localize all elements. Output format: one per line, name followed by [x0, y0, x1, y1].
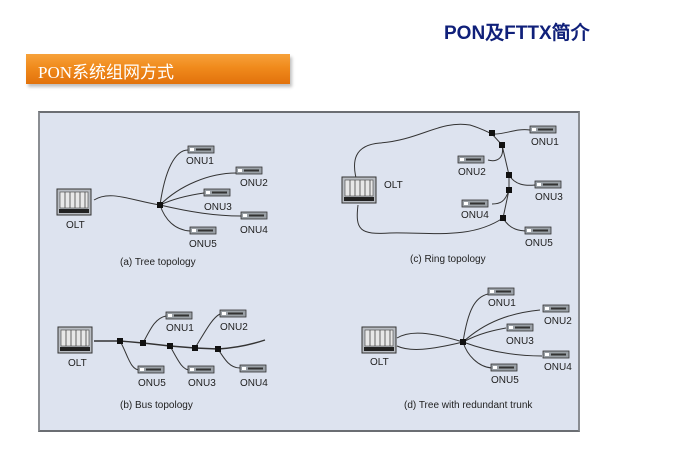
bus-topology-diagram: OLT ONU1 ONU2 ONU5 ONU3 ONU4 (b) Bus top…: [57, 309, 268, 411]
tree-topology-diagram: OLT ONU1 ONU2 ONU3 ONU4 ONU5 (a) Tree to…: [56, 145, 268, 268]
onu-label: ONU4: [461, 210, 489, 221]
onu-device-icon: [137, 365, 165, 374]
section-title: PON系统组网方式: [38, 63, 175, 82]
splitter-node: [506, 187, 512, 193]
splitter-node: [215, 346, 221, 352]
olt-label: OLT: [370, 357, 389, 368]
splitter-node: [140, 340, 146, 346]
splitter-node: [489, 130, 495, 136]
onu-device-icon: [542, 350, 570, 359]
onu-label: ONU3: [188, 378, 216, 389]
splitter-node: [117, 338, 123, 344]
splitter-node: [192, 345, 198, 351]
page-title: PON及FTTX简介: [444, 23, 590, 44]
onu-device-icon: [542, 304, 570, 313]
ring-topology-diagram: OLT ONU1 ONU2 ONU3 ONU4 ONU5 (c) Ring to…: [341, 123, 563, 265]
onu-device-icon: [534, 180, 562, 189]
onu-device-icon: [165, 311, 193, 320]
splitter-node: [460, 339, 466, 345]
topology-figure-panel: [38, 111, 580, 432]
onu-label: ONU3: [506, 336, 534, 347]
onu-label: ONU3: [535, 192, 563, 203]
diagram-caption: (b) Bus topology: [120, 400, 193, 411]
onu-label: ONU2: [220, 322, 248, 333]
onu-device-icon: [240, 211, 268, 220]
ring-links: [354, 123, 536, 235]
onu-label: ONU5: [525, 238, 553, 249]
onu-label: ONU5: [491, 375, 519, 386]
onu-label: ONU4: [240, 225, 268, 236]
tree-links: [93, 149, 242, 232]
olt-label: OLT: [66, 220, 85, 231]
onu-label: ONU1: [531, 137, 559, 148]
onu-label: ONU2: [544, 316, 572, 327]
redundant-links: [396, 293, 543, 369]
onu-label: ONU1: [488, 298, 516, 309]
onu-label: ONU2: [240, 178, 268, 189]
splitter-node: [500, 215, 506, 221]
onu-label: ONU3: [204, 202, 232, 213]
olt-label: OLT: [384, 180, 403, 191]
onu-device-icon: [461, 199, 489, 208]
onu-label: ONU2: [458, 167, 486, 178]
onu-device-icon: [529, 125, 557, 134]
onu-device-icon: [235, 166, 263, 175]
onu-label: ONU1: [166, 323, 194, 334]
onu-device-icon: [189, 226, 217, 235]
olt-label: OLT: [68, 358, 87, 369]
diagram-caption: (c) Ring topology: [410, 254, 486, 265]
onu-device-icon: [239, 364, 267, 373]
splitter-node: [167, 343, 173, 349]
onu-device-icon: [219, 309, 247, 318]
onu-label: ONU5: [189, 239, 217, 250]
onu-device-icon: [524, 226, 552, 235]
diagram-caption: (a) Tree topology: [120, 257, 196, 268]
onu-device-icon: [187, 365, 215, 374]
onu-label: ONU4: [544, 362, 572, 373]
onu-device-icon: [203, 188, 231, 197]
onu-device-icon: [187, 145, 215, 154]
redundant-trunk-diagram: OLT ONU1 ONU2 ONU3 ONU4 ONU5 (d) Tree wi…: [361, 287, 572, 411]
onu-label: ONU4: [240, 378, 268, 389]
diagram-caption: (d) Tree with redundant trunk: [404, 400, 533, 411]
splitter-node: [157, 202, 163, 208]
olt-device-icon: [361, 326, 397, 354]
onu-device-icon: [487, 287, 515, 296]
olt-device-icon: [341, 176, 377, 204]
onu-label: ONU1: [186, 156, 214, 167]
olt-device-icon: [56, 188, 92, 216]
olt-device-icon: [57, 326, 93, 354]
onu-label: ONU5: [138, 378, 166, 389]
onu-device-icon: [506, 323, 534, 332]
section-header: PON系统组网方式: [26, 54, 290, 84]
onu-device-icon: [457, 155, 485, 164]
onu-device-icon: [490, 363, 518, 372]
splitter-node: [506, 172, 512, 178]
splitter-node: [499, 142, 505, 148]
